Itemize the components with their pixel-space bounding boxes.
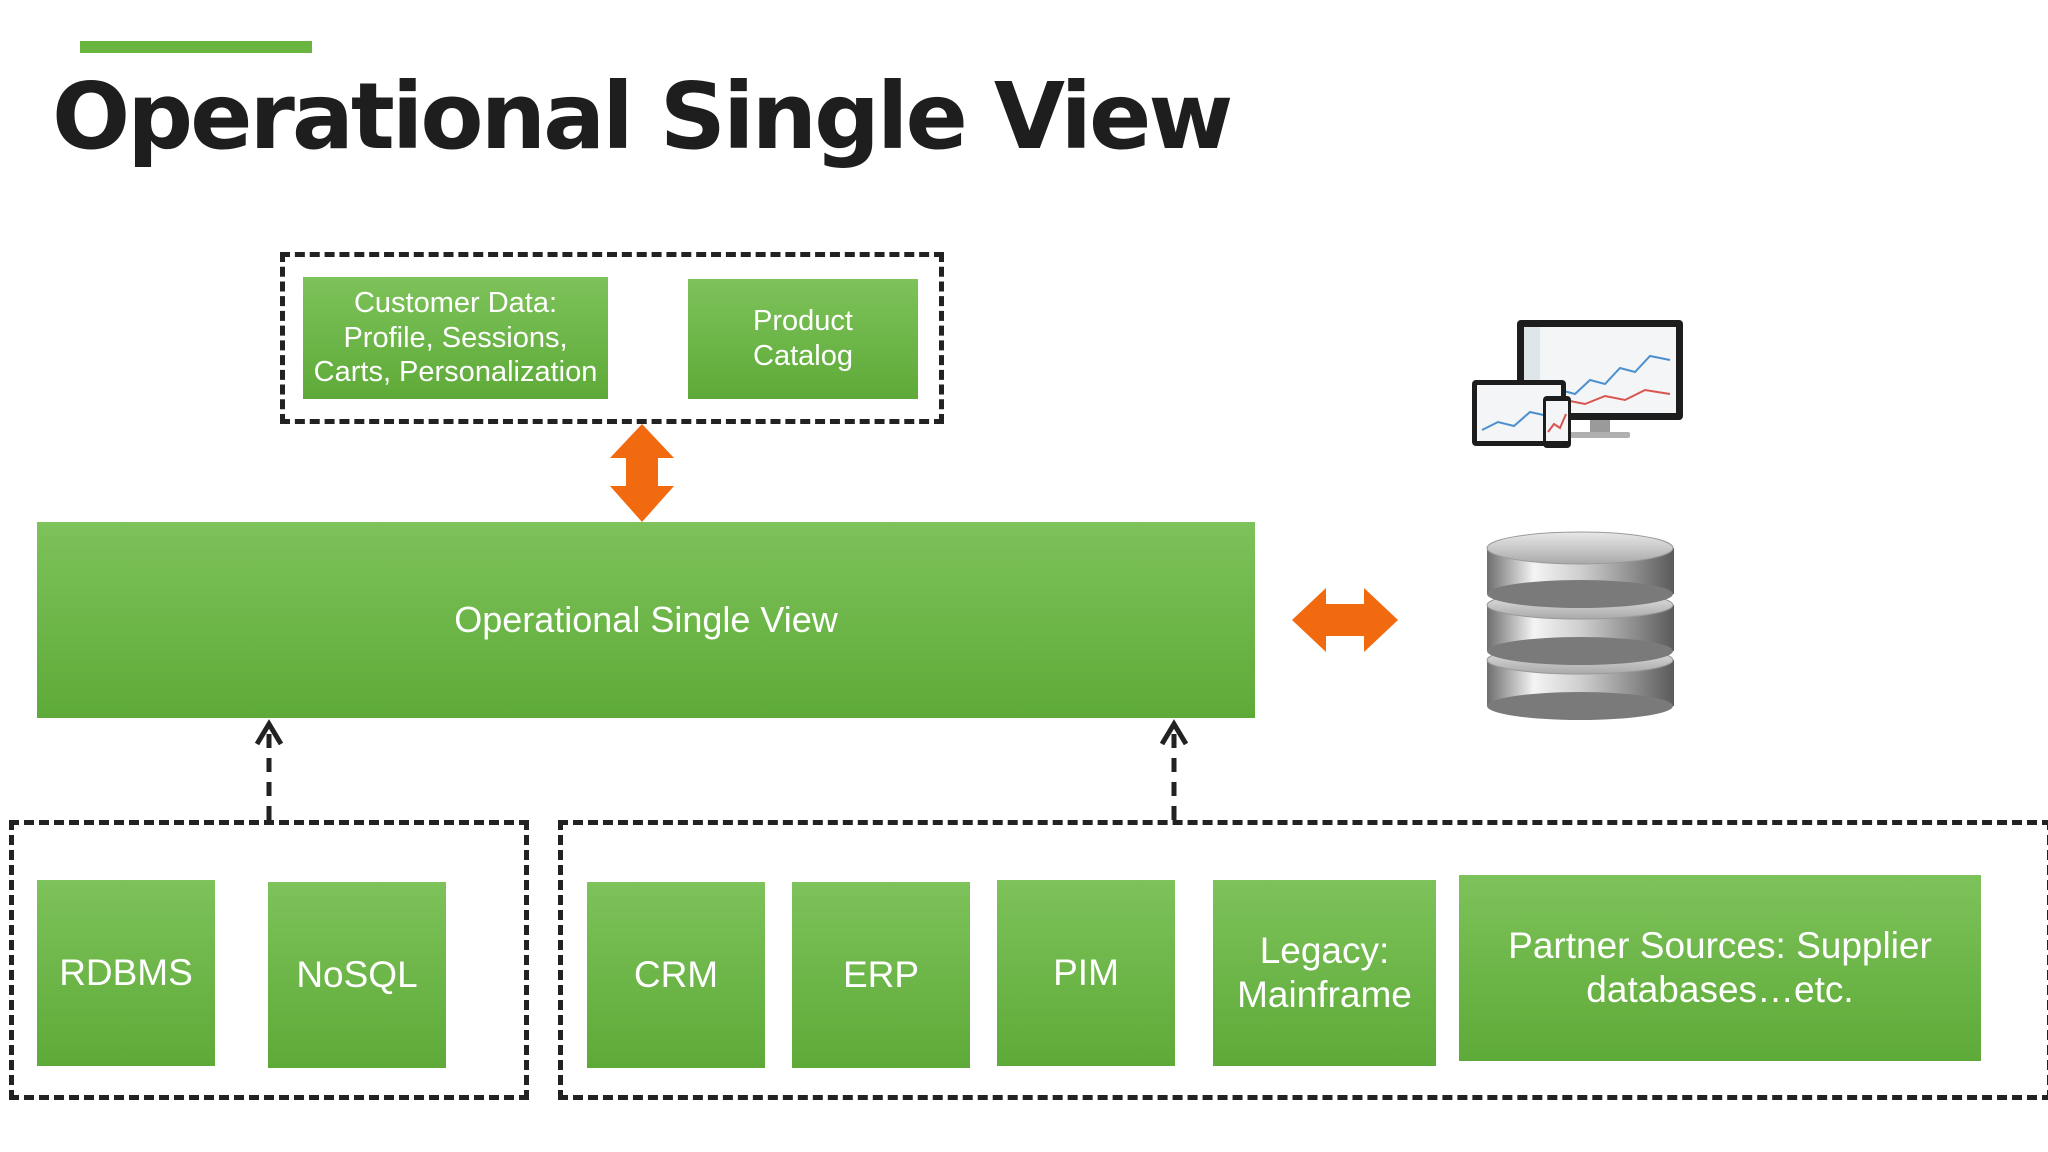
partner-sources-box: Partner Sources: Supplier databases…etc. <box>1459 875 1981 1061</box>
rdbms-box: RDBMS <box>37 880 215 1066</box>
devices-icon <box>1472 320 1683 448</box>
top-data-group <box>280 252 944 424</box>
nosql-box: NoSQL <box>268 882 446 1068</box>
product-catalog-box: Product Catalog <box>688 279 918 399</box>
customer-data-box: Customer Data: Profile, Sessions, Carts,… <box>303 277 608 399</box>
page-title: Operational Single View <box>52 63 1233 170</box>
legacy-mainframe-box: Legacy: Mainframe <box>1213 880 1436 1066</box>
crm-box: CRM <box>587 882 765 1068</box>
horizontal-double-arrow <box>1292 588 1398 652</box>
erp-box: ERP <box>792 882 970 1068</box>
database-icon <box>1486 531 1674 720</box>
databases-source-group <box>9 820 529 1100</box>
title-accent-bar <box>80 41 312 53</box>
dashed-up-arrow-right <box>1159 719 1189 820</box>
operational-single-view-bar: Operational Single View <box>37 522 1255 718</box>
vertical-double-arrow <box>610 424 674 522</box>
pim-box: PIM <box>997 880 1175 1066</box>
dashed-up-arrow-left <box>254 719 284 820</box>
